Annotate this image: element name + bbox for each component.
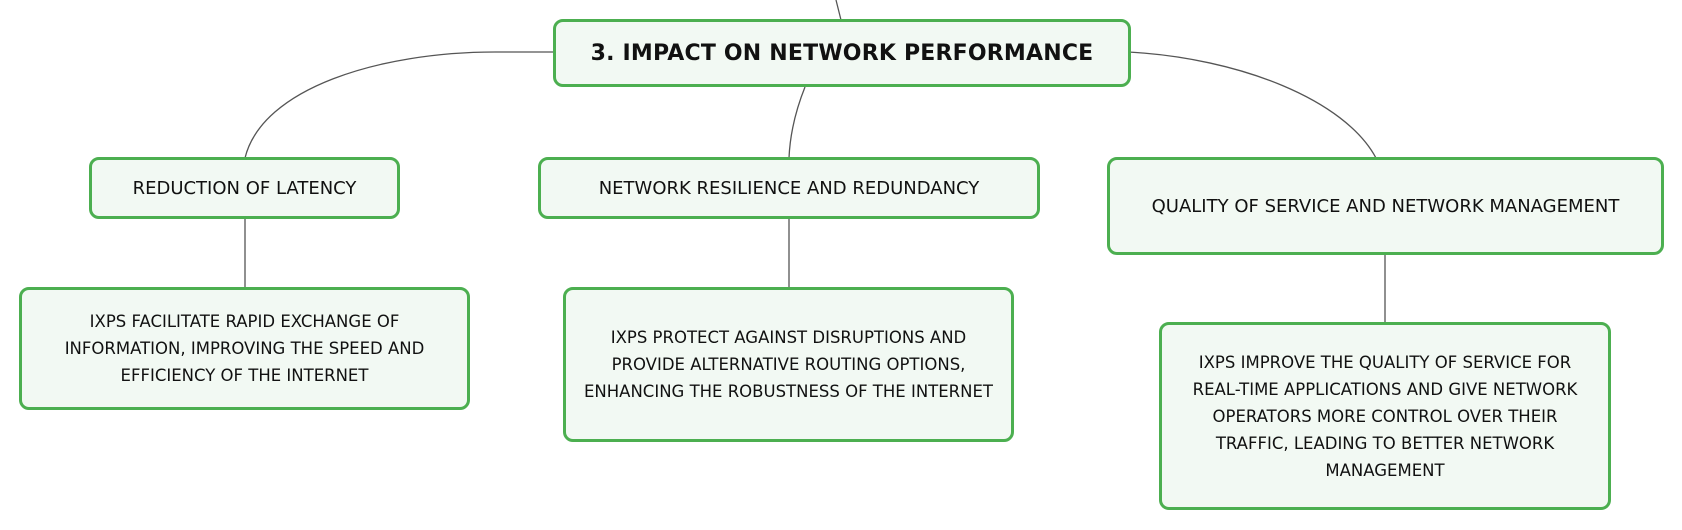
connector-root-to-branch-2 [788, 86, 806, 159]
branch-network-resilience[interactable]: NETWORK RESILIENCE AND REDUNDANCY [538, 157, 1040, 219]
detail-network-resilience[interactable]: IXPS PROTECT AGAINST DISRUPTIONS AND PRO… [563, 287, 1014, 442]
detail-quality-of-service[interactable]: IXPS IMPROVE THE QUALITY OF SERVICE FOR … [1159, 322, 1611, 510]
branch-reduction-of-latency[interactable]: REDUCTION OF LATENCY [89, 157, 400, 219]
detail-text: IXPS FACILITATE RAPID EXCHANGE OF INFORM… [64, 312, 425, 385]
connector-root-to-branch-3 [1127, 51, 1377, 159]
root-topic[interactable]: 3. IMPACT ON NETWORK PERFORMANCE [553, 19, 1131, 87]
branch-label: NETWORK RESILIENCE AND REDUNDANCY [598, 177, 980, 199]
detail-text: IXPS PROTECT AGAINST DISRUPTIONS AND PRO… [584, 328, 993, 401]
connector-root-to-branch-1 [244, 51, 554, 159]
detail-text: IXPS IMPROVE THE QUALITY OF SERVICE FOR … [1192, 352, 1578, 480]
branch-quality-of-service[interactable]: QUALITY OF SERVICE AND NETWORK MANAGEMEN… [1107, 157, 1664, 255]
branch-label: REDUCTION OF LATENCY [132, 177, 357, 199]
detail-reduction-of-latency[interactable]: IXPS FACILITATE RAPID EXCHANGE OF INFORM… [19, 287, 470, 410]
connector-parent-to-root [835, 0, 842, 21]
root-topic-label: 3. IMPACT ON NETWORK PERFORMANCE [590, 40, 1094, 66]
branch-label: QUALITY OF SERVICE AND NETWORK MANAGEMEN… [1151, 195, 1620, 217]
